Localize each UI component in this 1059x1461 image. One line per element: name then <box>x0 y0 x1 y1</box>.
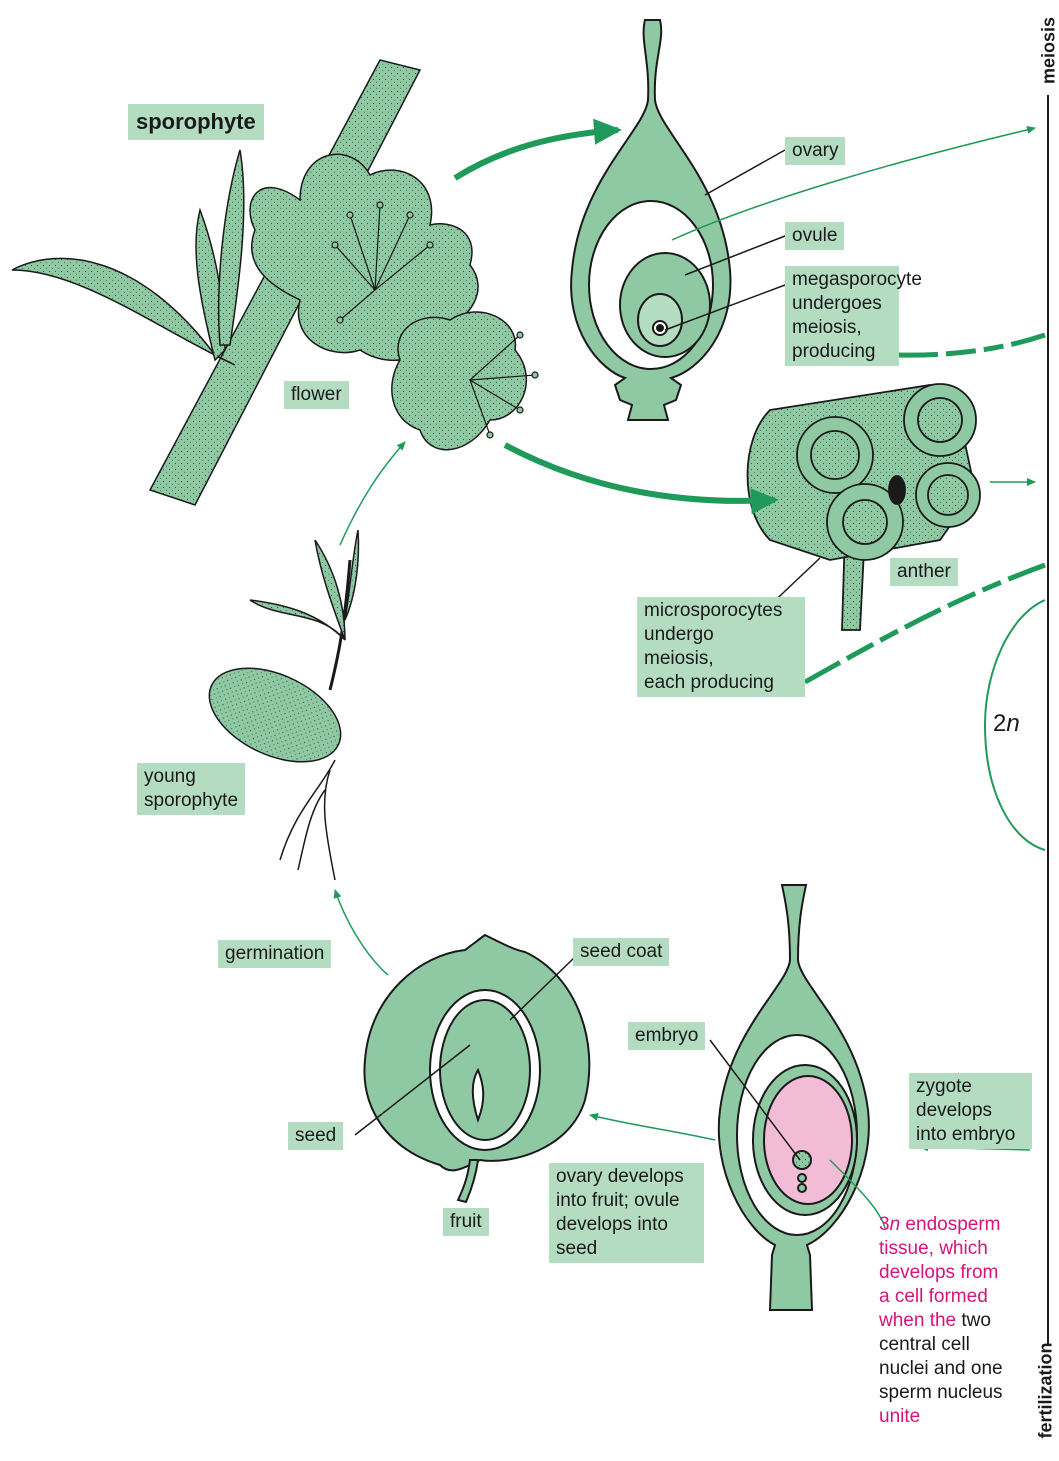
ovary-structure <box>571 20 730 420</box>
developing-ovule-structure <box>719 885 869 1310</box>
anther-label: anther <box>890 558 958 586</box>
zygote-label: zygote develops into embryo <box>909 1073 1032 1149</box>
embryo-label: embryo <box>628 1022 705 1050</box>
seed-coat-label: seed coat <box>573 938 669 966</box>
endosperm-ploidy-n: n <box>890 1214 901 1235</box>
endosperm-ploidy-number: 3 <box>879 1214 890 1235</box>
ovule-label: ovule <box>785 222 844 250</box>
meiosis-side-label: meiosis <box>1039 6 1059 96</box>
young-sporophyte-label: young sporophyte <box>137 763 245 815</box>
endosperm-annotation: 3n endosperm tissue, which develops from… <box>879 1213 1049 1429</box>
seed-label: seed <box>288 1122 343 1150</box>
megasporocyte-label: megasporocyte undergoes meiosis, produci… <box>785 266 899 366</box>
ploidy-n: n <box>1006 710 1019 737</box>
ovary-develops-label: ovary develops into fruit; ovule develop… <box>549 1163 704 1263</box>
young-sporophyte-plant <box>195 530 359 880</box>
ovary-label: ovary <box>785 137 845 165</box>
germination-label: germination <box>218 940 331 968</box>
microsporocytes-label: microsporocytes undergo meiosis, each pr… <box>637 597 805 697</box>
ploidy-2n-label: 2n <box>993 710 1020 738</box>
fruit-label: fruit <box>443 1208 489 1236</box>
flower-label: flower <box>284 381 349 409</box>
endosperm-text-2: unite <box>879 1406 920 1427</box>
ploidy-number: 2 <box>993 710 1006 737</box>
flowering-branch <box>12 60 526 505</box>
sporophyte-label: sporophyte <box>128 104 264 140</box>
fertilization-side-label: fertilization <box>1036 1321 1057 1461</box>
